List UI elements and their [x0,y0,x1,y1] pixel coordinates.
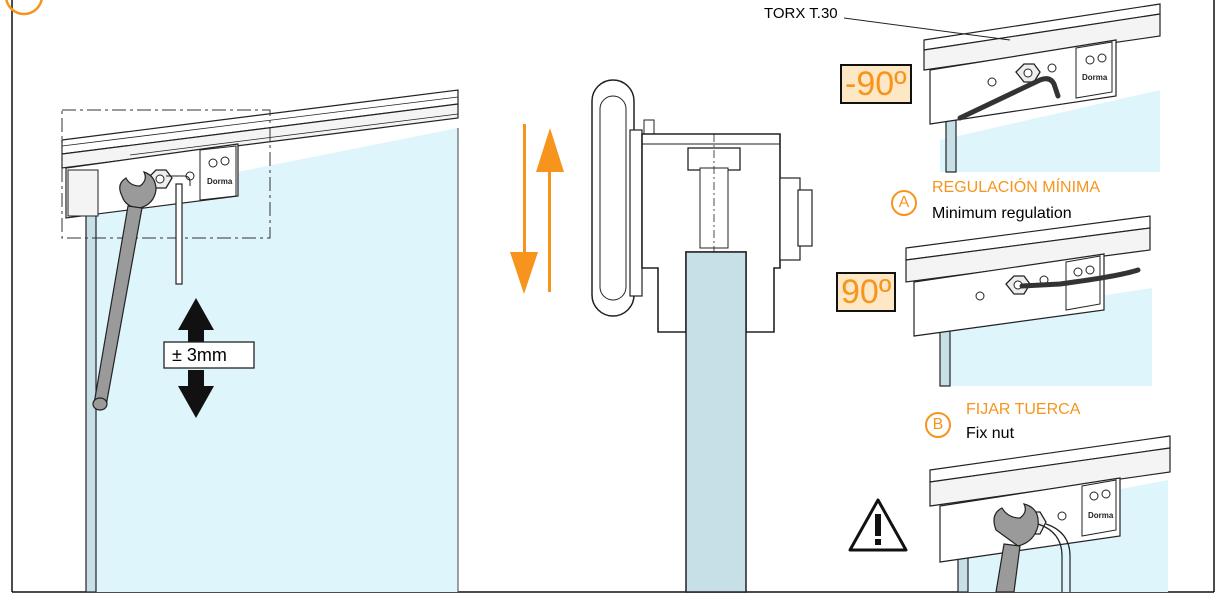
svg-text:Dorma: Dorma [1088,511,1114,520]
angle-plus-90-label: 90º [836,272,897,312]
torx-leader [843,17,1011,41]
adjust-arrow-icon [510,124,564,294]
step-a-title: REGULACIÓN MÍNIMA [932,179,1101,196]
detail-minus-90: Dorma [843,3,1161,173]
adjust-range-label: ± 3mm [172,345,227,365]
step-a-badge: A [891,190,917,216]
svg-text:Dorma: Dorma [1082,73,1108,82]
warning-icon [848,498,908,552]
logo-left: Dorma [207,177,233,186]
wrench-icon [92,170,157,411]
left-door-view: Dorma [61,89,459,593]
center-section-view [510,79,813,593]
hex-key-icon [175,183,183,285]
angle-minus-90-label: -90º [840,64,912,104]
torx-label: TORX T.30 [764,5,838,22]
step-a-subtitle: Minimum regulation [932,205,1072,222]
arrow-up-down-icon [178,298,214,418]
step-b-subtitle: Fix nut [966,425,1015,442]
step-circle-icon [5,0,43,16]
detail-plus-90 [905,215,1152,387]
step-b-title: FIJAR TUERCA [966,401,1081,418]
detail-fix-nut: Dorma [929,435,1171,593]
step-b-badge: B [925,412,951,438]
